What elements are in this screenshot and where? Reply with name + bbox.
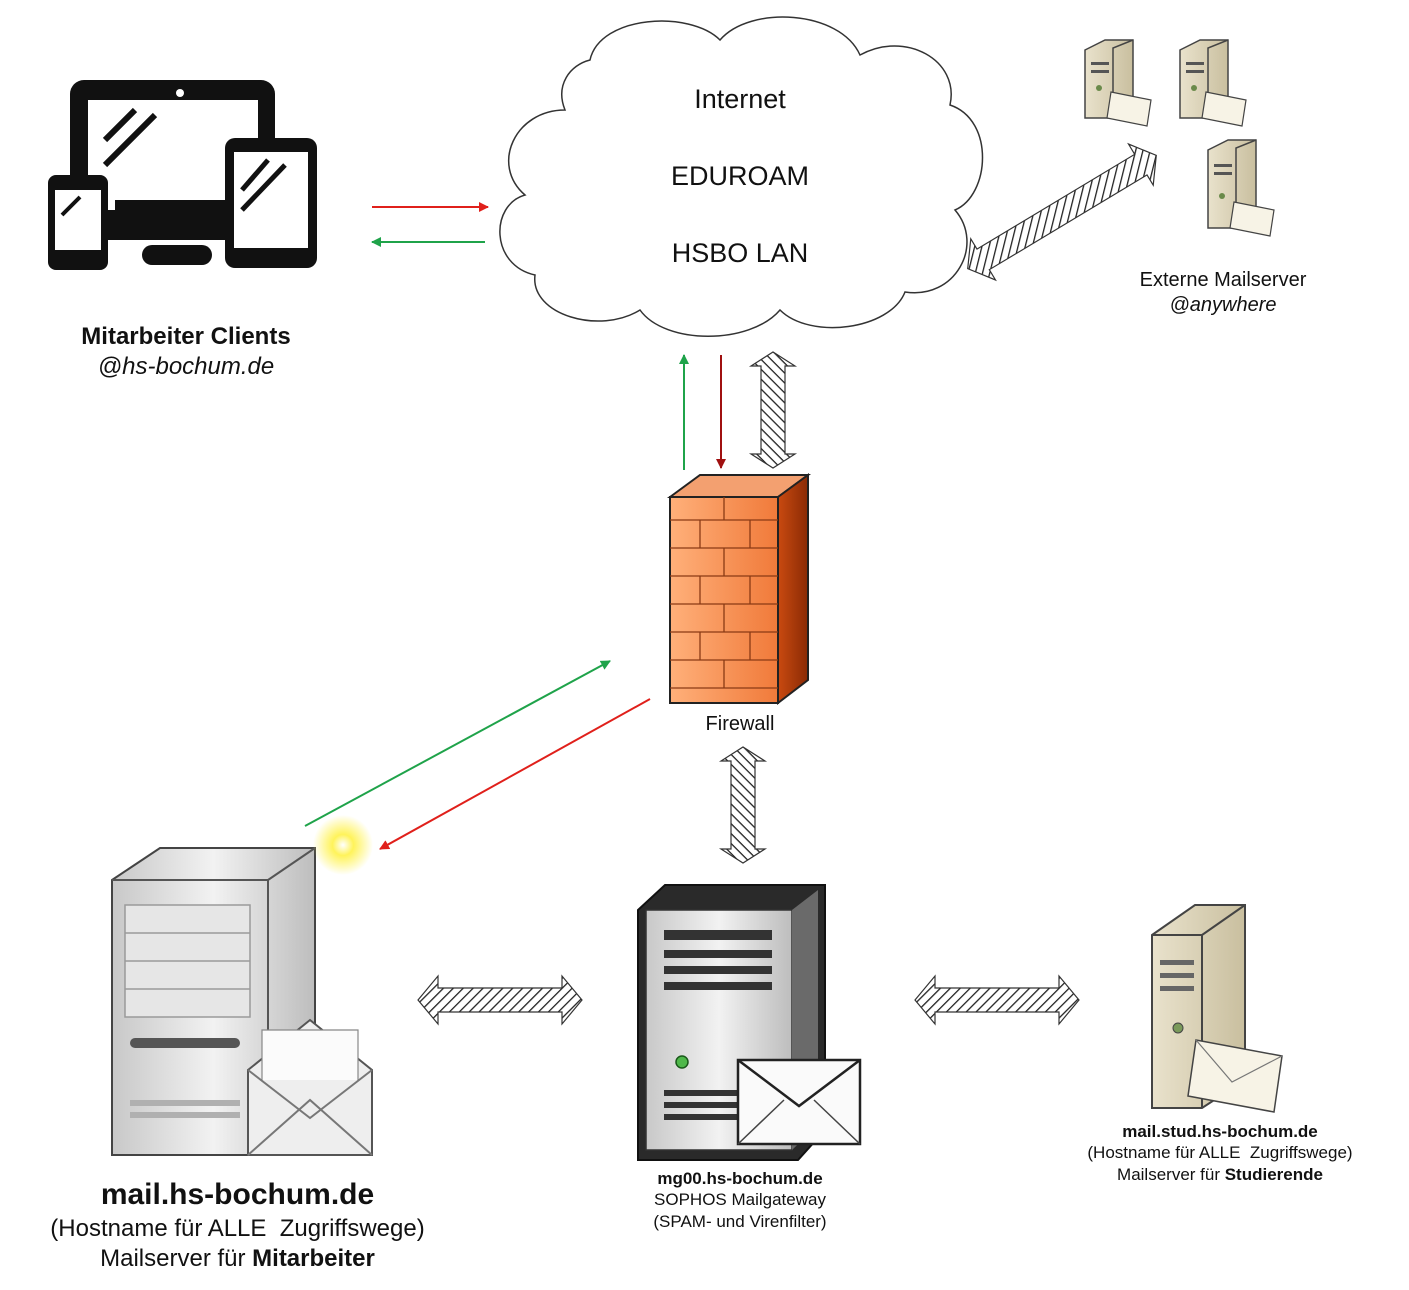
external-domain: @anywhere [1169, 294, 1277, 316]
staff-server-role-bold: Mitarbeiter [252, 1245, 375, 1272]
student-server-role-bold: Studierende [1224, 1164, 1323, 1184]
external-label: Externe Mailserver @anywhere [1073, 268, 1373, 318]
clients-domain: @hs-bochum.de [97, 353, 275, 380]
notification-glow-icon [313, 815, 373, 875]
gateway-product: SOPHOS Mailgateway [654, 1190, 826, 1210]
cloud-firewall-double-arrow [748, 351, 798, 469]
student-server-role: Mailserver für Studierende [1030, 1164, 1409, 1185]
cloud-label-hsbo-lan: HSBO LAN [671, 238, 809, 268]
firewall-to-staffserver-arrow [379, 698, 651, 850]
staff-gateway-double-arrow [417, 974, 583, 1026]
staffserver-to-firewall-arrow [304, 660, 611, 827]
gateway-hostname: mg00.hs-bochum.de [657, 1169, 823, 1188]
firewall-label: Firewall [705, 713, 775, 735]
clients-name: Mitarbeiter Clients [81, 323, 291, 350]
cloud-label-internet: Internet [694, 84, 786, 114]
envelope-icon [736, 1058, 862, 1146]
student-mailserver-icon [1151, 904, 1283, 1113]
staff-server-hostname: mail.hs-bochum.de [100, 1178, 375, 1211]
firewall-gateway-double-arrow [718, 746, 768, 864]
network-cloud [499, 16, 984, 337]
staff-mailserver-icon [111, 815, 373, 1156]
external-servers-icon [1084, 39, 1275, 237]
cloud-label-eduroam: EDUROAM [670, 161, 809, 191]
open-envelope-icon [247, 1018, 373, 1156]
staff-server-label: mail.hs-bochum.de (Hostname für ALLE Zug… [0, 1175, 475, 1274]
staff-server-note: (Hostname für ALLE Zugriffswege) [50, 1215, 425, 1242]
devices-icon [48, 80, 317, 270]
firewall-icon [666, 473, 812, 706]
gateway-student-double-arrow [914, 974, 1080, 1026]
staff-server-role: Mailserver für Mitarbeiter [0, 1244, 475, 1274]
external-name: Externe Mailserver [1139, 269, 1307, 291]
student-server-hostname: mail.stud.hs-bochum.de [1122, 1122, 1318, 1141]
staff-server-role-prefix: Mailserver für [100, 1245, 253, 1272]
cloud-external-double-arrow [967, 142, 1157, 282]
student-server-role-prefix: Mailserver für [1117, 1164, 1225, 1184]
student-server-note: (Hostname für ALLE Zugriffswege) [1087, 1143, 1353, 1163]
gateway-label: mg00.hs-bochum.de SOPHOS Mailgateway (SP… [590, 1168, 890, 1232]
clients-label: Mitarbeiter Clients @hs-bochum.de [36, 322, 336, 382]
student-server-label: mail.stud.hs-bochum.de (Hostname für ALL… [1030, 1121, 1409, 1185]
gateway-function: (SPAM- und Virenfilter) [653, 1211, 827, 1231]
gateway-server-icon [637, 884, 862, 1161]
